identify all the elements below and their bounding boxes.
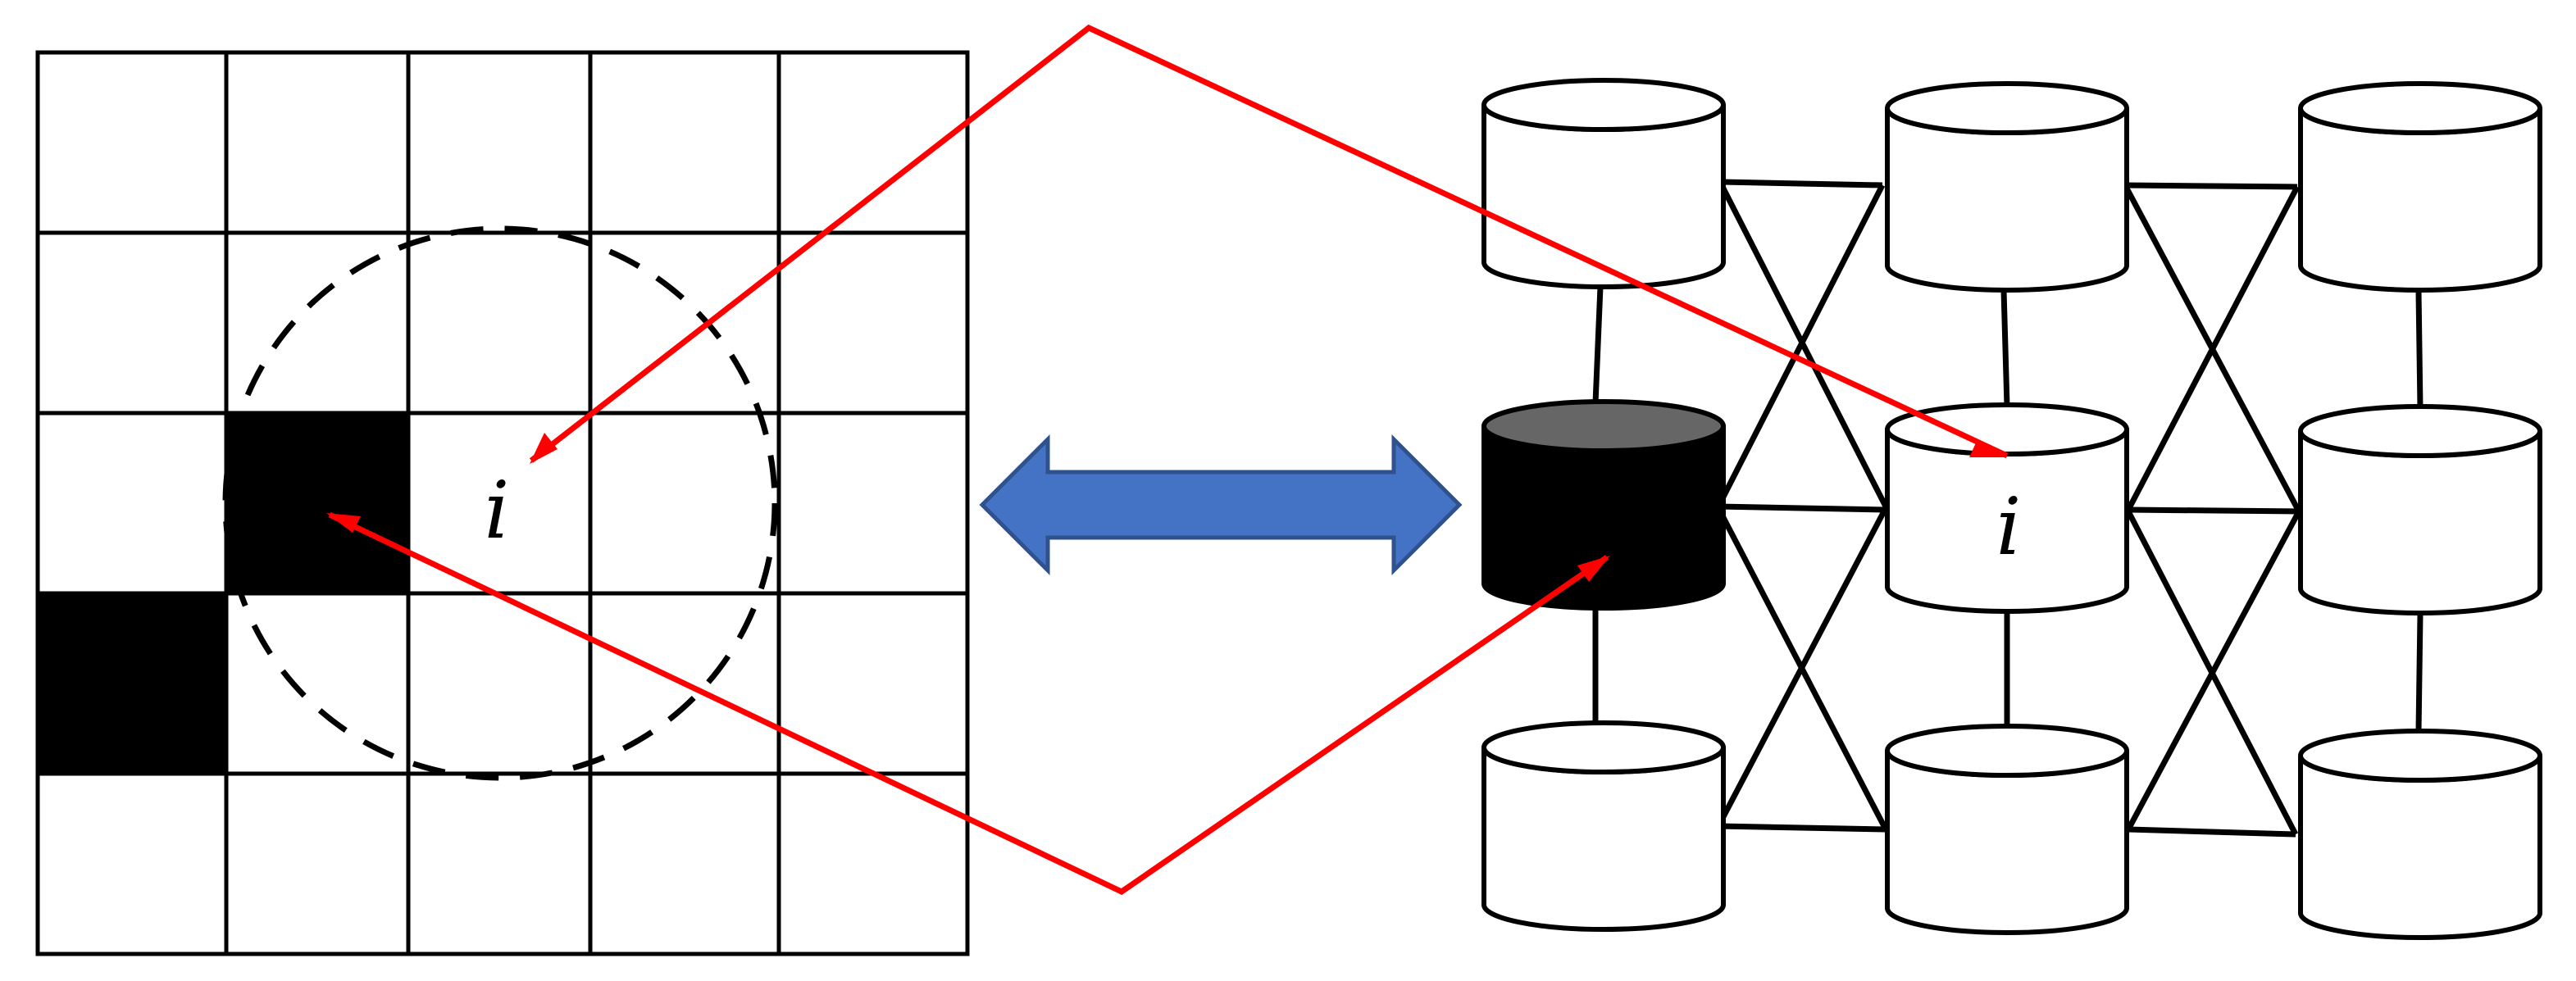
edge-v-0-2 — [2415, 291, 2424, 409]
cylinder-top — [1481, 720, 1726, 774]
correspondence-arrows — [328, 24, 2009, 896]
cylinder-body — [2298, 430, 2542, 615]
edge-h-0-0 — [1721, 179, 1883, 188]
edge-d-3-b — [2125, 510, 2302, 831]
cylinder-top — [2298, 404, 2542, 458]
cylinder-top — [2298, 81, 2542, 135]
arrowhead-grid-center — [530, 433, 558, 464]
cylinder-top — [1885, 724, 2129, 778]
grid-panel: i — [35, 50, 970, 956]
edge-h-0-1 — [2124, 182, 2298, 190]
arrowhead-network-labeled — [1969, 439, 2007, 457]
network-node — [2298, 404, 2542, 615]
grid-border — [35, 50, 970, 956]
cylinder-body — [1885, 750, 2129, 935]
edge-d-1-b — [1715, 506, 1889, 828]
network-node-label: i — [1996, 481, 2022, 573]
edge-h-1-0 — [1718, 503, 1886, 513]
network-node — [1885, 402, 2129, 614]
cylinder-top — [1885, 81, 2129, 135]
network-node — [1481, 78, 1726, 289]
network-node-dark — [1481, 399, 1726, 611]
grid-filled-cells — [38, 413, 408, 774]
cylinder-top — [1481, 399, 1726, 453]
edge-v-0-1 — [2000, 289, 2010, 407]
network-node — [2298, 81, 2542, 293]
edge-d-0-a — [1718, 184, 1889, 508]
red-arrowheads — [326, 433, 2007, 582]
edge-h-1-1 — [2128, 506, 2300, 515]
grid-cell-filled-center-left — [226, 413, 408, 593]
grid-cell-filled-lower-left — [38, 593, 226, 774]
network-node — [1481, 720, 1726, 932]
network-edges — [1592, 179, 2424, 838]
double-arrow-icon — [979, 434, 1463, 576]
edge-h-2-1 — [2128, 826, 2296, 838]
cylinder-body — [1481, 747, 1726, 932]
arrowhead-grid-filled — [326, 513, 361, 533]
neighborhood-circle — [222, 225, 778, 781]
cylinder-body — [2298, 755, 2542, 940]
network-node — [1885, 724, 2129, 935]
cylinder-body — [1481, 425, 1726, 611]
edge-v-0-0 — [1592, 286, 1604, 404]
red-arrow-upper — [529, 24, 2009, 463]
grid-center-label: i — [485, 465, 510, 556]
network-node — [2298, 729, 2542, 940]
edge-d-0-b — [1715, 184, 1886, 508]
red-arrow-lower — [328, 511, 1609, 896]
network-panel: i — [1481, 78, 2542, 940]
cylinder-body — [2298, 107, 2542, 293]
cylinder-body — [1481, 104, 1726, 289]
edge-h-2-0 — [1718, 823, 1886, 833]
grid-lines — [35, 50, 970, 956]
network-nodes — [1481, 78, 2542, 940]
cylinder-body — [1885, 107, 2129, 293]
cylinder-top — [2298, 729, 2542, 783]
cylinder-top — [1481, 78, 1726, 132]
cylinder-top — [1885, 402, 2129, 456]
arrowhead-network-dark — [1577, 556, 1610, 582]
edge-v-1-2 — [2415, 614, 2424, 732]
network-node — [1885, 81, 2129, 293]
edge-d-2-b — [2125, 185, 2301, 511]
